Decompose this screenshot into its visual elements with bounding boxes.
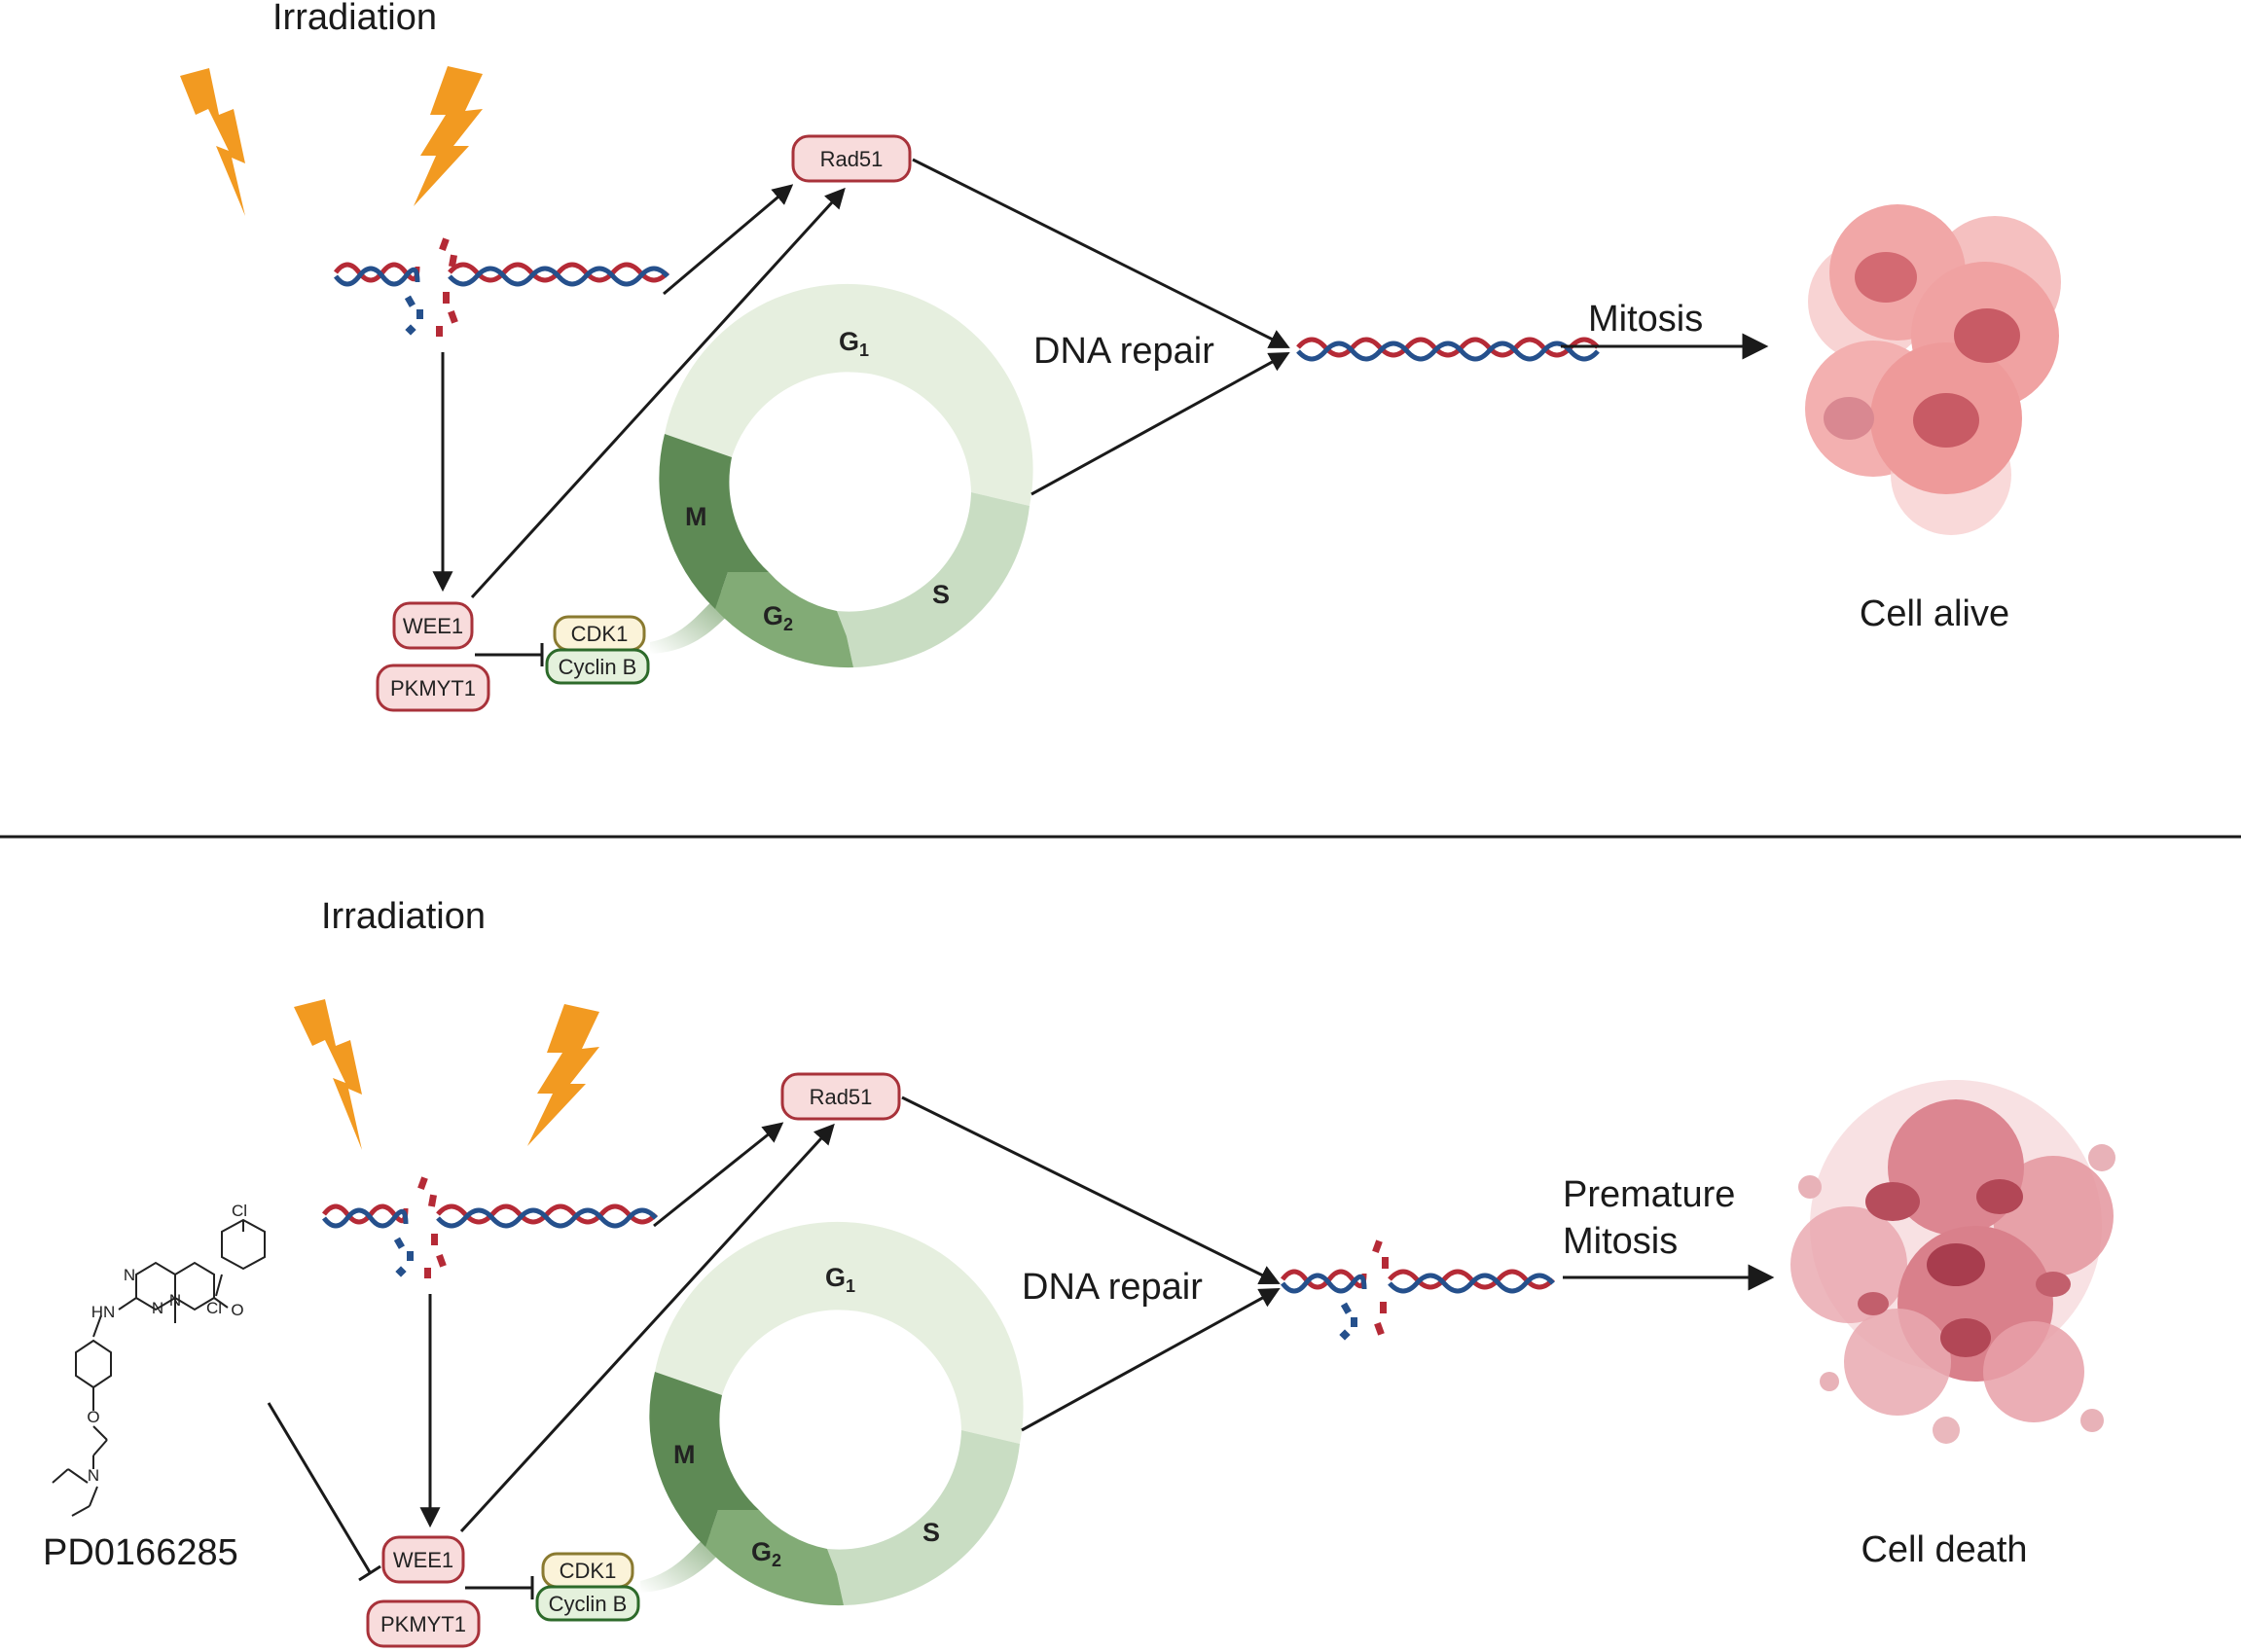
rad51-label: Rad51 [820, 147, 884, 171]
cell-cycle-ring [650, 283, 1033, 668]
phase-g2: G2 [763, 601, 793, 634]
arrow-dna-to-rad51 [663, 184, 794, 296]
broken-dna [334, 237, 669, 337]
wee1-box [392, 601, 474, 650]
rad51-box [780, 1072, 901, 1121]
phase-s: S [932, 580, 950, 609]
arrow-cycle-to-repair [1030, 351, 1290, 496]
arrow-dna-to-rad51 [653, 1122, 784, 1228]
wee1-box [381, 1535, 465, 1584]
arrow-wee1-to-rad51 [470, 187, 846, 599]
cyclin-b-box [545, 648, 650, 685]
chemical-atoms: Cl Cl HN N N N O O N [87, 1202, 247, 1485]
cyclin-b-box [535, 1585, 640, 1622]
top-panel: Irradiation Rad51 WEE1 PKMYT1 [180, 0, 2061, 712]
cdk1-label: CDK1 [560, 1559, 617, 1583]
phase-g1: G1 [839, 327, 869, 360]
premature-mitosis-label: Premature Mitosis [1563, 1174, 1746, 1262]
cdk1-label: CDK1 [571, 622, 629, 646]
svg-text:Cl: Cl [232, 1202, 247, 1220]
irradiation-label: Irradiation [272, 0, 437, 38]
broken-dna-after [1281, 1239, 1555, 1341]
svg-text:Cl: Cl [206, 1299, 222, 1317]
arrow-rad51-to-repair [901, 1095, 1281, 1284]
dna-repair-label: DNA repair [1033, 331, 1214, 372]
phase-m: M [673, 1440, 696, 1469]
outcome-label: Cell death [1861, 1529, 2027, 1570]
pkmyt1-label: PKMYT1 [380, 1612, 466, 1636]
svg-text:N: N [152, 1299, 163, 1317]
phase-m: M [685, 502, 707, 531]
svg-text:N: N [88, 1466, 99, 1485]
svg-text:HN: HN [91, 1303, 116, 1321]
mitosis-label: Mitosis [1588, 299, 1703, 340]
svg-text:N: N [169, 1291, 181, 1310]
broken-dna [322, 1176, 658, 1278]
dna-repair-label: DNA repair [1022, 1267, 1203, 1308]
rad51-box [791, 134, 912, 183]
wee1-label: WEE1 [393, 1548, 453, 1572]
arrow-rad51-to-repair [912, 158, 1290, 348]
cell-cluster-alive [1805, 204, 2061, 535]
pkmyt1-box [366, 1599, 481, 1648]
cell-cycle-ring [640, 1221, 1024, 1606]
rad51-label: Rad51 [810, 1085, 873, 1109]
inhibit-drug-wee1 [267, 1402, 372, 1573]
bottom-panel: Irradiation Rad51 WEE1 PKMYT1 CDK1 [43, 896, 2115, 1648]
drug-label: PD0166285 [43, 1532, 238, 1573]
lightning-icon [180, 68, 245, 216]
arrow-cycle-to-repair [1021, 1287, 1281, 1432]
pkmyt1-box [376, 664, 490, 712]
outcome-label: Cell alive [1860, 593, 2009, 634]
cell-cluster-death [1790, 1080, 2115, 1444]
inhibit-bar [358, 1564, 381, 1582]
pkmyt1-label: PKMYT1 [390, 676, 476, 700]
wee1-label: WEE1 [403, 614, 463, 638]
lightning-icon [414, 66, 483, 206]
lightning-icon [294, 999, 362, 1150]
chemical-structure [52, 1218, 266, 1517]
arrow-wee1-to-rad51 [459, 1123, 835, 1533]
cyclin-b-label: Cyclin B [559, 655, 637, 679]
repaired-dna [1296, 337, 1600, 362]
phase-g1: G1 [825, 1263, 855, 1296]
svg-text:O: O [231, 1301, 243, 1319]
lightning-icon [527, 1004, 599, 1146]
phase-s: S [922, 1518, 940, 1547]
svg-text:O: O [87, 1408, 99, 1426]
svg-text:N: N [124, 1266, 135, 1284]
phase-g2: G2 [751, 1537, 781, 1570]
irradiation-label: Irradiation [321, 896, 486, 937]
cyclin-b-label: Cyclin B [549, 1592, 628, 1616]
